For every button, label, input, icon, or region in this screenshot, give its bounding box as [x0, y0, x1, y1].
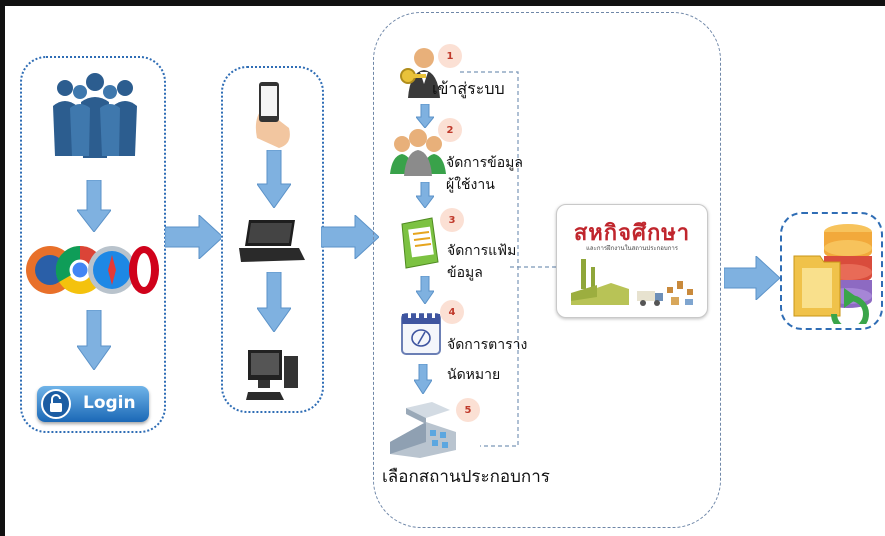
arrow-down-icon: [416, 104, 434, 128]
step-3-label-line: จัดการแฟ้ม: [447, 243, 517, 259]
arrow-right-icon: [724, 256, 780, 300]
database-icon: [793, 224, 872, 324]
arrow-down-icon: [77, 310, 111, 370]
coop-panel: สหกิจศึกษา และการฝึกงานในสถานประกอบการ: [556, 204, 708, 318]
login-label: Login: [83, 393, 136, 413]
step-number-badge: 3: [440, 208, 464, 232]
browsers-icon: [26, 245, 159, 294]
users-group-icon: [53, 73, 137, 158]
arrow-right-icon: [165, 215, 223, 259]
step-3-label: จัดการแฟ้ม ข้อมูล: [447, 240, 516, 284]
step-number-badge: 2: [438, 118, 462, 142]
building-icon: [390, 402, 456, 458]
coop-subtitle: และการฝึกงานในสถานประกอบการ: [586, 245, 678, 252]
arrow-down-icon: [257, 272, 291, 332]
step-5-label-line: เลือกสถานประกอบการ: [382, 467, 550, 487]
connector-lines: [460, 71, 558, 447]
smartphone-icon: [255, 82, 290, 148]
step-4-label-line: จัดการตาราง: [447, 337, 528, 353]
user-group-icon: [390, 129, 446, 176]
step-2-label-line: ผู้ใช้งาน: [446, 177, 495, 193]
step-number-badge: 4: [440, 300, 464, 324]
login-button[interactable]: Login: [37, 386, 149, 422]
process-container: [373, 12, 721, 528]
industry-illustration: [571, 259, 693, 306]
step-2-label: จัดการข้อมูล ผู้ใช้งาน: [446, 152, 523, 196]
step-1-label: เข้าสู่ระบบ: [432, 78, 505, 100]
step-2-label-line: จัดการข้อมูล: [446, 155, 523, 171]
lock-icon: [41, 389, 71, 419]
desktop-computer-icon: [246, 350, 298, 400]
step-4-label: จัดการตาราง นัดหมาย: [447, 334, 527, 386]
arrow-down-icon: [416, 182, 434, 208]
step-number-badge: 5: [456, 398, 480, 422]
user-key-icon: [400, 48, 440, 98]
step-5-label: เลือกสถานประกอบการ: [382, 463, 550, 490]
step-3-label-line: ข้อมูล: [447, 265, 483, 281]
coop-title: สหกิจศึกษา: [573, 221, 691, 246]
arrow-down-icon: [77, 180, 111, 232]
file-folder-icon: [401, 217, 439, 269]
laptop-icon: [239, 220, 305, 262]
arrow-right-icon: [321, 215, 379, 259]
arrow-down-icon: [416, 276, 434, 304]
step-1-label-line: เข้าสู่ระบบ: [432, 79, 505, 98]
step-4-label-line: นัดหมาย: [447, 367, 501, 383]
calendar-icon: [401, 310, 441, 355]
arrow-down-icon: [257, 150, 291, 208]
arrow-down-icon: [414, 364, 432, 394]
step-number-badge: 1: [438, 44, 462, 68]
